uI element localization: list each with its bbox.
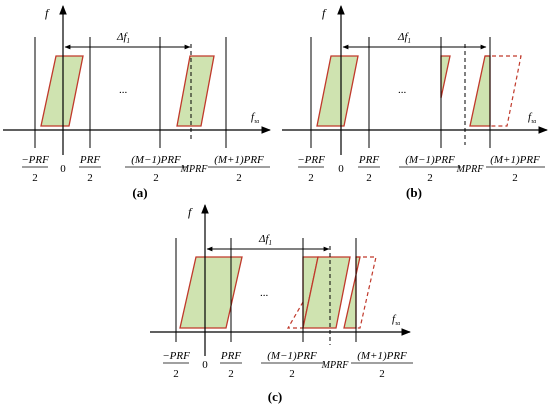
svg-text:2: 2 <box>427 172 433 184</box>
delta-f-label: Δf1 <box>397 31 411 45</box>
svg-text:(M+1)PRF: (M+1)PRF <box>214 154 264 166</box>
tick-neg-prf-half: −PRF 2 <box>162 350 190 380</box>
svg-text:(M−1)PRF: (M−1)PRF <box>405 154 455 166</box>
tick-mprf: MPRF <box>180 164 209 175</box>
svg-text:(M−1)PRF: (M−1)PRF <box>131 154 181 166</box>
tick-m-plus-prf: (M+1)PRF 2 <box>351 350 413 380</box>
tick-prf-half: PRF 2 <box>220 350 242 380</box>
delta-f-label: Δf1 <box>258 233 272 247</box>
svg-text:2: 2 <box>366 172 372 184</box>
tick-mprf: MPRF <box>456 164 485 175</box>
panel-c: Δf1 ... f fτa −PRF 2 0 PRF 2 (M−1)PRF 2 … <box>150 204 413 404</box>
ellipsis: ... <box>119 84 128 96</box>
x-axis-label: fτa <box>392 313 400 327</box>
baseband-spectrum <box>316 55 359 127</box>
aliased-spectrum-dashed-outline <box>485 55 522 127</box>
baseband-spectrum <box>40 55 84 127</box>
svg-text:−PRF: −PRF <box>162 350 190 362</box>
svg-text:−PRF: −PRF <box>21 154 49 166</box>
x-axis-label: fτa <box>528 111 536 125</box>
tick-mprf: MPRF <box>321 360 350 371</box>
tick-zero: 0 <box>60 163 66 175</box>
aliased-spectrum-part-left <box>440 55 451 99</box>
svg-text:2: 2 <box>236 172 242 184</box>
svg-text:2: 2 <box>379 368 385 380</box>
tick-prf-half: PRF 2 <box>358 154 380 184</box>
tick-m-plus-prf: (M+1)PRF 2 <box>208 154 270 184</box>
svg-text:PRF: PRF <box>79 154 100 166</box>
aliased-spectrum-dashed-right <box>356 256 377 329</box>
svg-text:2: 2 <box>289 368 295 380</box>
y-axis-label: f <box>45 6 50 20</box>
svg-text:2: 2 <box>308 172 314 184</box>
svg-text:−PRF: −PRF <box>297 154 325 166</box>
svg-text:2: 2 <box>153 172 159 184</box>
delta-f-label: Δf1 <box>116 31 130 45</box>
tick-neg-prf-half: −PRF 2 <box>21 154 49 184</box>
svg-text:2: 2 <box>32 172 38 184</box>
caption-b: (b) <box>406 185 422 200</box>
tick-zero: 0 <box>338 163 344 175</box>
baseband-spectrum <box>179 256 243 329</box>
svg-text:PRF: PRF <box>220 350 241 362</box>
aliased-spectrum-dashed-left <box>286 301 304 329</box>
tick-m-plus-prf: (M+1)PRF 2 <box>486 154 545 184</box>
caption-a: (a) <box>132 185 147 200</box>
tick-m-minus-prf: (M−1)PRF 2 <box>399 154 461 184</box>
x-axis-label: fτa <box>251 111 259 125</box>
aliased-spectrum-part-right <box>469 55 491 127</box>
tick-neg-prf-half: −PRF 2 <box>297 154 325 184</box>
y-axis-label: f <box>322 6 327 20</box>
svg-text:(M+1)PRF: (M+1)PRF <box>490 154 540 166</box>
svg-text:(M+1)PRF: (M+1)PRF <box>357 350 407 362</box>
svg-text:2: 2 <box>173 368 179 380</box>
svg-text:2: 2 <box>87 172 93 184</box>
tick-zero: 0 <box>202 359 208 371</box>
caption-c: (c) <box>268 389 282 404</box>
svg-text:(M−1)PRF: (M−1)PRF <box>267 350 317 362</box>
tick-m-minus-prf: (M−1)PRF 2 <box>261 350 323 380</box>
aliased-spectrum-part-middle <box>302 256 351 329</box>
panel-a: Δf1 ... f fτa −PRF 2 0 PRF 2 (M−1)PRF 2 … <box>3 5 271 200</box>
svg-text:PRF: PRF <box>358 154 379 166</box>
tick-m-minus-prf: (M−1)PRF 2 <box>125 154 187 184</box>
ellipsis: ... <box>398 84 407 96</box>
svg-text:2: 2 <box>228 368 234 380</box>
y-axis-label: f <box>188 205 193 219</box>
tick-prf-half: PRF 2 <box>79 154 101 184</box>
ellipsis: ... <box>260 287 269 299</box>
aliased-spectrum <box>176 55 215 127</box>
svg-text:2: 2 <box>512 172 518 184</box>
panel-b: Δf1 ... f fτa −PRF 2 0 PRF 2 (M−1)PRF 2 … <box>282 5 548 200</box>
